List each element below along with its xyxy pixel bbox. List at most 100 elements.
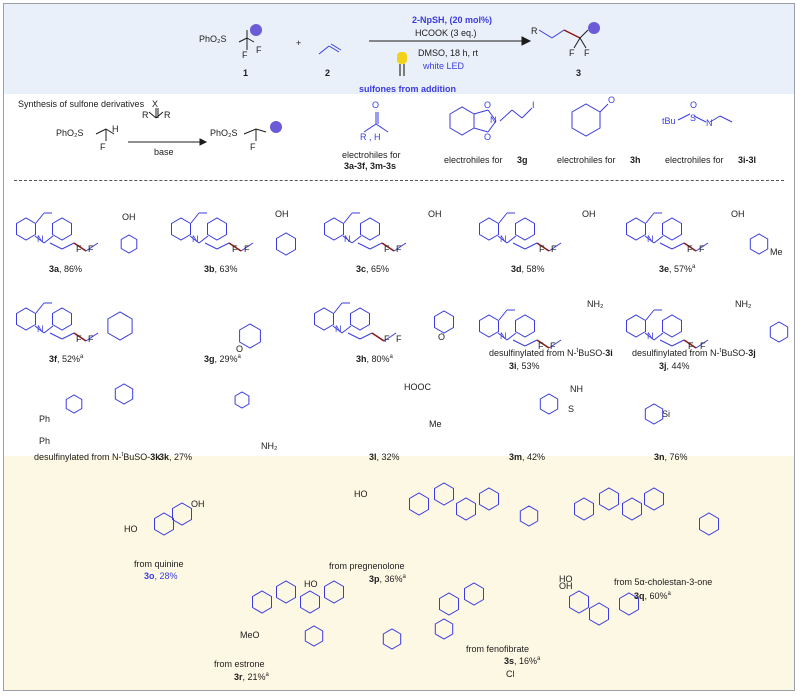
ring <box>171 217 191 241</box>
bond <box>343 212 353 224</box>
bond <box>683 339 697 349</box>
source-natural-product: from pregnenolone <box>329 561 405 571</box>
bond <box>228 242 242 252</box>
ring <box>382 628 402 650</box>
atom-o: O <box>608 95 616 105</box>
led-icon <box>397 52 407 64</box>
ring <box>626 217 646 241</box>
bond <box>512 242 526 250</box>
bond <box>73 242 87 252</box>
source-natural-product: from estrone <box>214 659 265 669</box>
bond <box>683 242 697 252</box>
bond <box>548 242 562 252</box>
light-label: white LED <box>423 61 465 71</box>
f-label: F <box>100 142 106 152</box>
product-id: 3k <box>159 452 170 462</box>
ring <box>434 482 454 506</box>
bond <box>659 339 673 347</box>
f-label: F <box>584 48 590 58</box>
product-yield: , 32% <box>376 452 400 462</box>
substrate-group: PhO₂S <box>199 34 227 44</box>
atom-n: N <box>490 115 497 125</box>
base-label: HCOOK (3 eq.) <box>415 28 477 38</box>
product-id: 3f <box>49 354 58 364</box>
ring <box>479 314 499 338</box>
ring <box>300 590 320 614</box>
dashed-separator <box>14 180 784 181</box>
bond <box>695 242 709 252</box>
product-yield: , 36% <box>379 574 403 584</box>
bond <box>347 332 361 340</box>
ring <box>439 592 459 616</box>
ring <box>324 217 344 241</box>
label-3: 3 <box>576 68 582 78</box>
bond <box>35 212 45 224</box>
hydroxyl-group: OH <box>275 209 289 219</box>
hydroxyl-group: OH <box>191 499 205 509</box>
bond <box>204 242 218 250</box>
f-label: F <box>250 142 256 152</box>
hydroxyl-group: HO <box>124 524 138 534</box>
hydroxyl-group: HO <box>559 574 573 584</box>
bond <box>497 235 508 244</box>
product-label: 3q, 60%a <box>634 591 671 601</box>
ring <box>769 321 789 343</box>
fluorine-atom: F <box>687 244 693 254</box>
electrophile-caption: electrohiles for <box>342 150 401 160</box>
product-id: 3j <box>659 361 667 371</box>
bond <box>371 332 385 342</box>
electrophile-compounds: 3g <box>517 155 528 165</box>
source-id: 3k <box>150 452 161 462</box>
electrophile-compounds: 3a-3f, 3m-3s <box>344 161 397 171</box>
methyl-group: Me <box>770 247 783 257</box>
tbu-label: tBu <box>662 116 676 126</box>
fluorine-atom: F <box>88 334 94 344</box>
bond <box>695 339 709 349</box>
product-yield: , 27% <box>169 452 193 462</box>
caption-label: sulfones from addition <box>359 84 457 94</box>
nitrogen-atom: N <box>500 234 507 244</box>
bond <box>357 242 371 250</box>
atom-o: O <box>690 100 698 110</box>
ring <box>409 492 429 516</box>
product-id: 3c <box>356 264 367 274</box>
ring <box>599 487 619 511</box>
carboxylic-acid: HOOC <box>404 382 431 392</box>
bond <box>393 242 407 252</box>
fluorine-atom: F <box>384 334 390 344</box>
radical-dot-3 <box>588 22 600 34</box>
bond <box>506 332 517 341</box>
fluorine-atom: F <box>244 244 250 254</box>
bond <box>359 332 373 340</box>
atom-n: N <box>706 118 713 128</box>
ring <box>479 217 499 241</box>
ring <box>114 383 134 405</box>
catalyst-label: 2-NpSH, (20 mol%) <box>412 15 493 25</box>
yield-note: a <box>537 656 541 662</box>
oxygen-atom: O <box>438 332 446 342</box>
bond <box>536 339 550 349</box>
ring <box>519 505 539 527</box>
ring <box>479 487 499 511</box>
r-label: R <box>164 110 171 120</box>
product-id: 3i <box>509 361 517 371</box>
ring <box>626 314 646 338</box>
product-label: 3g, 29%a <box>204 354 241 364</box>
bond <box>49 242 63 250</box>
bond <box>73 332 87 342</box>
ring <box>107 311 133 341</box>
product-label: 3k, 27% <box>159 452 192 462</box>
sulfur-atom: S <box>568 404 575 414</box>
fluorine-atom: F <box>550 341 556 351</box>
f-label: F <box>569 48 575 58</box>
bond <box>383 332 397 342</box>
amine-group: NH <box>570 384 583 394</box>
fluorine-atom: F <box>76 334 82 344</box>
phenyl-group: Ph <box>39 436 51 446</box>
ring <box>589 602 609 626</box>
product-id: 3s <box>504 656 515 666</box>
fluorine-atom: F <box>538 341 544 351</box>
yield-note: a <box>237 354 241 360</box>
radical-dot-synth <box>270 121 282 133</box>
bond <box>43 235 54 244</box>
